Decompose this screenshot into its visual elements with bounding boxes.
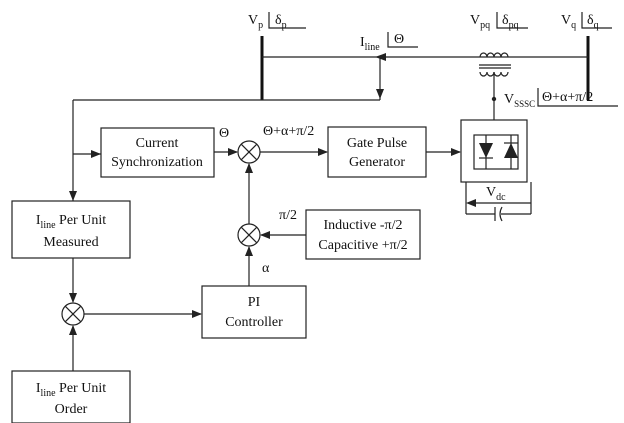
current-sync-line2: Synchronization	[111, 155, 203, 170]
pi-controller-block	[201, 285, 307, 339]
vdc-label: Vdc	[486, 185, 506, 203]
dc-capacitor-curve	[499, 206, 503, 222]
vsssc-angle: Θ+α+π/2	[542, 90, 593, 105]
bus-vp-angle: δp	[275, 13, 287, 31]
summing-junction-phase	[237, 140, 261, 164]
line-current-label: Iline	[360, 35, 380, 53]
iline-measured-block	[11, 200, 131, 259]
vsssc-label: VSSSC	[504, 92, 535, 109]
iline-order-line2: Order	[55, 402, 88, 417]
current-sync-line1: Current	[136, 136, 179, 151]
bus-vq-angle: δq	[587, 13, 599, 31]
pi-half-label: π/2	[279, 208, 297, 223]
summing-junction-error	[61, 302, 85, 326]
pi-controller-line2: Controller	[225, 315, 283, 330]
alpha-label: α	[262, 261, 270, 276]
iline-order-line1: Iline Per Unit	[36, 381, 106, 399]
ind-cap-block	[305, 209, 421, 260]
bus-vpq-angle: δpq	[502, 13, 519, 31]
ind-cap-line2: Capacitive +π/2	[318, 238, 407, 253]
bus-vp-label: Vp	[248, 13, 263, 31]
iline-measured-line2: Measured	[43, 235, 98, 250]
current-sync-block	[100, 127, 215, 178]
bus-vq-label: Vq	[561, 13, 576, 31]
gate-pulse-block	[327, 126, 427, 178]
vdc-arrow-head	[466, 199, 476, 207]
transformer-node	[491, 96, 497, 102]
bus-vpq-angle-bracket	[496, 12, 528, 29]
gate-pulse-line2: Generator	[349, 155, 405, 170]
iline-order-block	[11, 370, 131, 423]
line-current-angle-bracket	[387, 32, 418, 48]
line-current-angle: Θ	[394, 32, 404, 47]
bus-vq-angle-bracket	[581, 12, 612, 29]
vsssc-angle-bracket	[537, 88, 618, 107]
pi-controller-line1: PI	[248, 295, 261, 310]
theta-sum-label: Θ+α+π/2	[263, 124, 314, 139]
iline-measured-line1: Iline Per Unit	[36, 213, 106, 231]
ind-cap-line1: Inductive -π/2	[324, 218, 403, 233]
gate-pulse-line1: Gate Pulse	[347, 136, 407, 151]
bus-vp-angle-bracket	[268, 12, 306, 29]
theta-label: Θ	[219, 126, 229, 141]
summing-junction-offset	[237, 223, 261, 247]
bus-vpq-label: Vpq	[470, 13, 490, 31]
